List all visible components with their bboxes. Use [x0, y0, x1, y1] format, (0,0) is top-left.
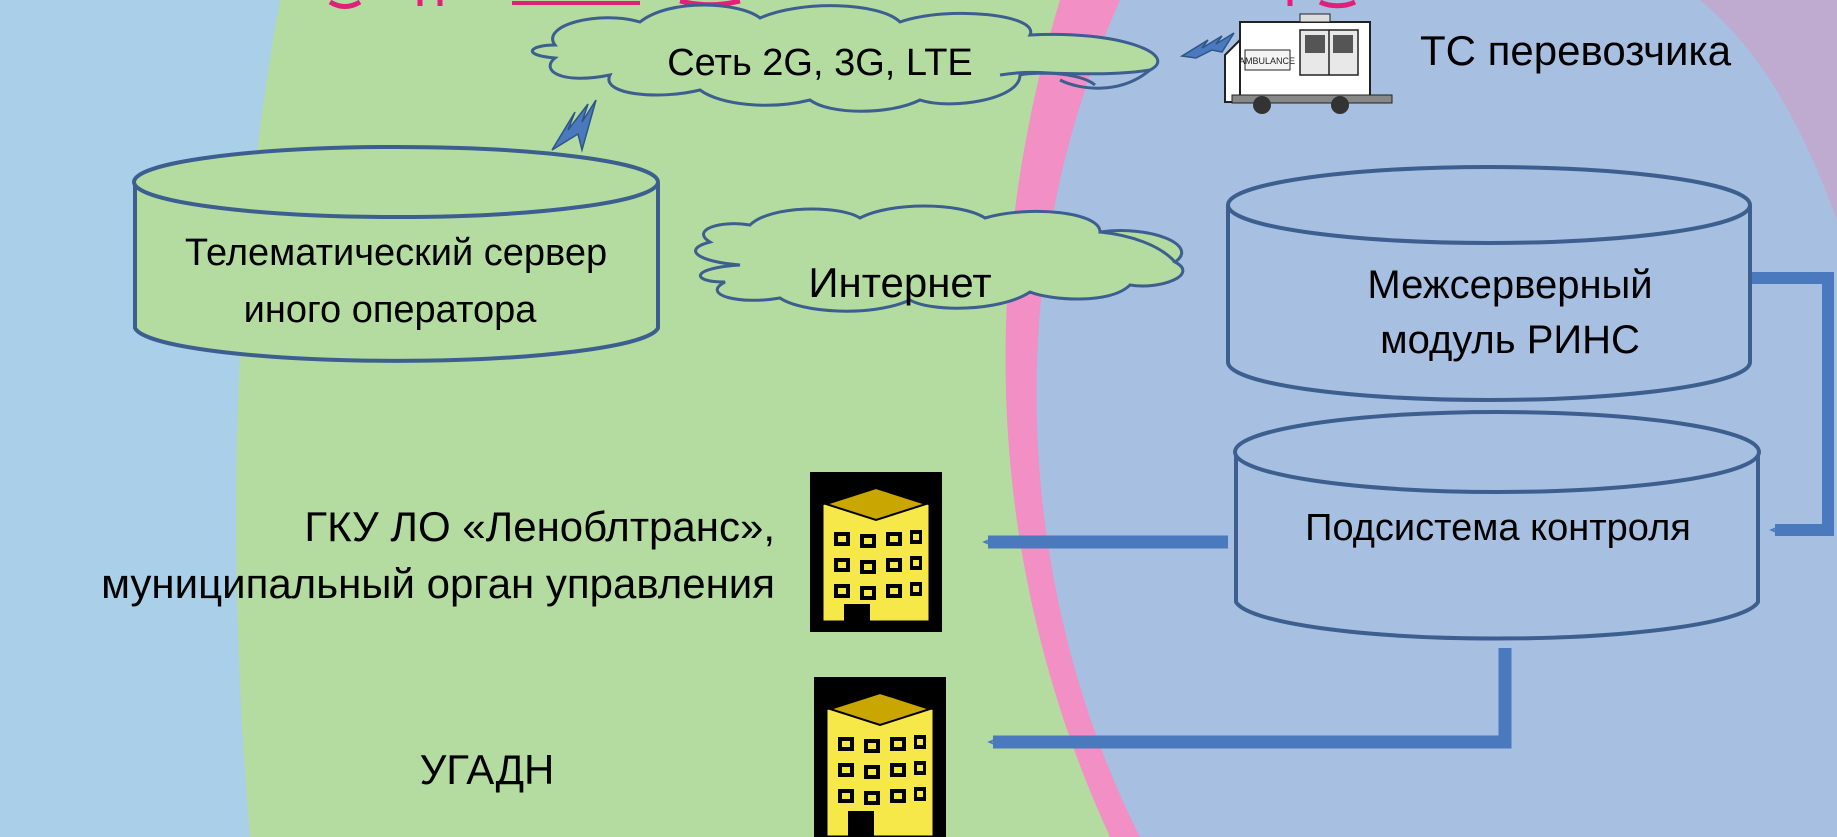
organization-2-label: УГАДН [420, 746, 555, 793]
telematic-server: Телематический сервер иного оператора [132, 145, 660, 363]
lightning-signal-icon [1179, 32, 1235, 59]
arrow-module-to-subsystem [1752, 272, 1834, 536]
office-building-icon [810, 472, 942, 632]
control-subsystem: Подсистема контроля [1233, 410, 1761, 641]
carrier-vehicle-label: ТС перевозчика [1420, 27, 1732, 74]
organization-1-label-line2: муниципальный орган управления [101, 560, 775, 607]
arrow-subsystem-to-ugadn [987, 648, 1512, 749]
interserver-module-label-line1: Межсерверный [1367, 263, 1652, 307]
corner-pink [1700, 0, 1837, 220]
ambulance-icon: AMBULANCE [1224, 13, 1393, 114]
network-cloud-label: Сеть 2G, 3G, LTE [667, 42, 973, 84]
organization-1-label-line1: ГКУ ЛО «Леноблтранс», [304, 503, 775, 550]
svg-text:AMBULANCE: AMBULANCE [1239, 56, 1295, 66]
green-zone [236, 0, 1110, 837]
office-building-icon [814, 677, 946, 837]
control-subsystem-label: Подсистема контроля [1305, 507, 1691, 549]
interserver-module: Межсерверный модуль РИНС [1226, 165, 1752, 402]
telematic-server-label-line2: иного оператора [244, 289, 538, 331]
interserver-module-label-line2: модуль РИНС [1380, 318, 1640, 362]
lightning-signal-icon [551, 99, 597, 153]
internet-cloud-label: Интернет [808, 259, 991, 306]
network-cloud: Сеть 2G, 3G, LTE [530, 3, 1160, 113]
internet-cloud: Интернет [694, 204, 1185, 313]
telematic-server-label-line1: Телематический сервер [185, 232, 607, 274]
